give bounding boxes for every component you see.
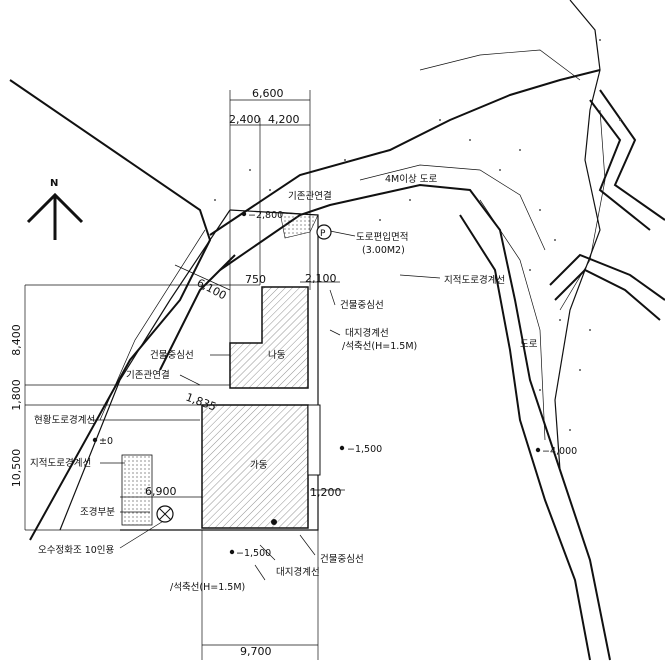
building-ga xyxy=(201,404,321,529)
elev-plusminus-0: ±0 xyxy=(99,436,113,447)
existing-access-top-label: 기존관연결 xyxy=(288,191,332,202)
road-right-branch xyxy=(549,89,665,321)
building-centerline-lower-label: 건물중심선 xyxy=(320,554,364,565)
building-na-label: 나동 xyxy=(268,350,286,361)
septic-tank-icon xyxy=(156,505,174,523)
septic-tank-label: 오수정화조 10인용 xyxy=(38,545,115,556)
parking-symbol-icon xyxy=(316,224,332,240)
road-small-label: 도로 xyxy=(520,339,538,350)
dim-2100: 2,100 xyxy=(305,272,337,285)
dim-10500: 10,500 xyxy=(10,449,23,488)
retaining-wall-upper-label: /석축선(H=1.5M) xyxy=(342,341,417,352)
north-arrow-icon xyxy=(26,192,84,240)
dimension-lines xyxy=(24,90,345,660)
dim-6900: 6,900 xyxy=(145,485,177,498)
cadastral-road-boundary-right-label: 지적도로경계선 xyxy=(444,274,505,286)
current-road-boundary-label: 현황도로경계선 xyxy=(34,414,95,426)
dim-6100: 6,100 xyxy=(195,276,229,302)
elevation-point-markers xyxy=(92,211,541,555)
landscape-area xyxy=(121,454,153,526)
elev-minus-2800: −2,800 xyxy=(248,210,283,221)
retaining-wall-lower-label: /석축선(H=1.5M) xyxy=(170,582,245,593)
parking-symbol-label: P xyxy=(320,229,326,239)
dim-9700: 9,700 xyxy=(240,645,272,658)
north-label: N xyxy=(50,178,58,189)
road-incorporated-area-value: (3.00M2) xyxy=(362,245,405,256)
dim-1800: 1,800 xyxy=(10,379,23,411)
existing-access-left-label: 기존관연결 xyxy=(126,370,170,381)
dim-1200: 1,200 xyxy=(310,486,342,499)
dim-8400: 8,400 xyxy=(10,324,23,356)
site-boundary xyxy=(59,209,319,531)
road-label: 4M이상 도로 xyxy=(385,174,437,185)
dim-4200: 4,200 xyxy=(268,113,300,126)
building-centerline-left-label: 건물중심선 xyxy=(150,350,194,361)
road-dot-texture xyxy=(214,39,621,431)
dim-1835: 1,835 xyxy=(184,391,218,414)
building-ga-label: 가동 xyxy=(250,460,268,471)
contour-lines xyxy=(359,49,606,441)
site-boundary-lower-label: 대지경계선 xyxy=(276,566,320,578)
landscape-area-label: 조경부분 xyxy=(80,506,115,518)
road-incorporated-area-label: 도로편입면적 xyxy=(356,231,408,243)
dim-750: 750 xyxy=(245,273,266,286)
parking-area-hatch xyxy=(279,211,319,239)
building-na xyxy=(229,286,309,389)
leader-lines xyxy=(90,229,441,581)
dim-2400: 2,400 xyxy=(229,113,261,126)
elev-minus-1500-east: −1,500 xyxy=(347,444,382,455)
building-centerline-upper-label: 건물중심선 xyxy=(340,300,384,311)
dim-6600: 6,600 xyxy=(252,87,284,100)
elev-minus-4000: −4,000 xyxy=(542,446,577,457)
site-boundary-upper-label: 대지경계선 xyxy=(345,327,389,339)
cadastral-road-boundary-left-label: 지적도로경계선 xyxy=(30,457,91,469)
elev-minus-1500-south: −1,500 xyxy=(236,548,271,559)
